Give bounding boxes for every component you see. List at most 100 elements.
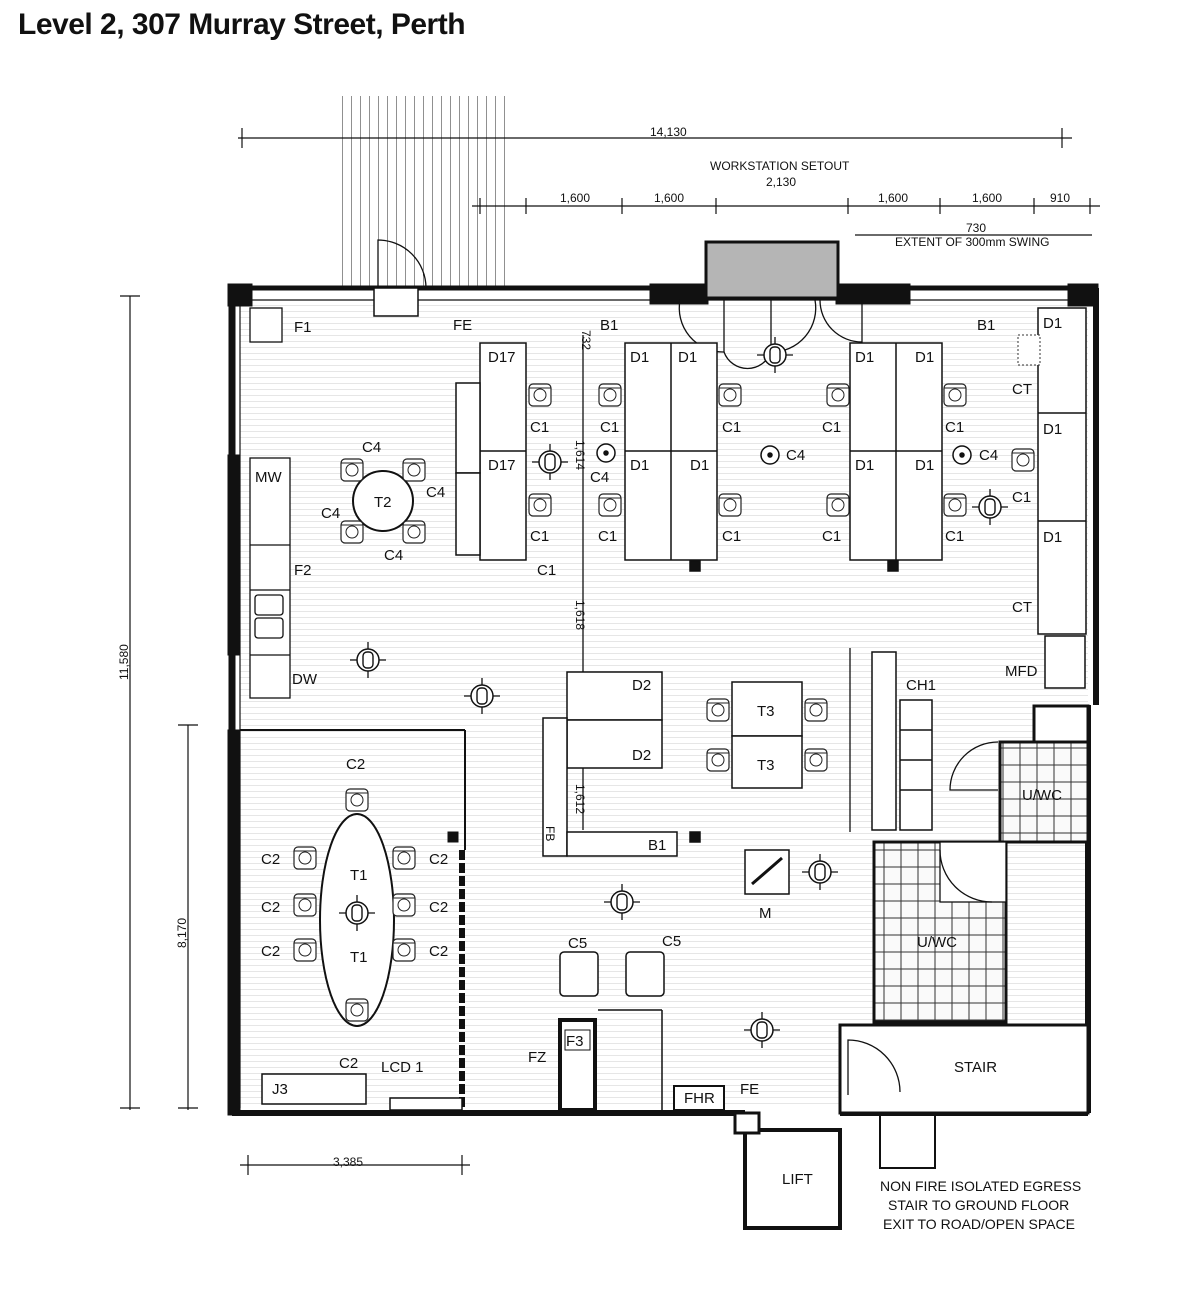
svg-text:C1: C1 <box>530 419 549 436</box>
svg-text:3,385: 3,385 <box>333 1155 363 1169</box>
svg-text:CT: CT <box>1012 381 1032 398</box>
svg-text:C1: C1 <box>945 419 964 436</box>
svg-text:C2: C2 <box>429 899 448 916</box>
balcony-deck <box>336 96 512 288</box>
svg-text:FE: FE <box>453 317 472 334</box>
tables-t3 <box>706 681 828 789</box>
svg-text:C1: C1 <box>945 528 964 545</box>
svg-text:C4: C4 <box>786 447 805 464</box>
svg-text:D2: D2 <box>632 747 651 764</box>
svg-text:C2: C2 <box>339 1055 358 1072</box>
svg-text:U/WC: U/WC <box>917 934 957 951</box>
svg-text:EXIT TO ROAD/OPEN SPACE: EXIT TO ROAD/OPEN SPACE <box>883 1216 1075 1232</box>
svg-text:1,618: 1,618 <box>573 600 587 630</box>
svg-text:C5: C5 <box>662 933 681 950</box>
svg-text:C1: C1 <box>537 562 556 579</box>
svg-text:D17: D17 <box>488 457 516 474</box>
svg-text:D1: D1 <box>1043 529 1062 546</box>
svg-text:2,130: 2,130 <box>766 175 796 189</box>
svg-text:D1: D1 <box>630 349 649 366</box>
svg-text:D1: D1 <box>1043 421 1062 438</box>
page-title: Level 2, 307 Murray Street, Perth <box>18 8 466 41</box>
svg-text:C4: C4 <box>362 439 381 456</box>
svg-text:T3: T3 <box>757 703 775 720</box>
svg-text:1,600: 1,600 <box>878 191 908 205</box>
svg-text:LCD 1: LCD 1 <box>381 1059 424 1076</box>
svg-text:C4: C4 <box>590 469 609 486</box>
workstation-chairs <box>528 334 1041 517</box>
svg-text:B1: B1 <box>600 317 618 334</box>
svg-text:FHR: FHR <box>684 1090 715 1107</box>
svg-text:FB: FB <box>543 826 557 841</box>
desk-block-d17 <box>455 342 527 561</box>
svg-text:C4: C4 <box>979 447 998 464</box>
svg-text:CT: CT <box>1012 599 1032 616</box>
svg-text:C2: C2 <box>261 899 280 916</box>
svg-text:1,600: 1,600 <box>972 191 1002 205</box>
lockers-ch1 <box>849 648 933 832</box>
svg-text:F1: F1 <box>294 319 312 336</box>
svg-text:B1: B1 <box>977 317 995 334</box>
svg-text:1,612: 1,612 <box>573 784 587 814</box>
svg-text:C1: C1 <box>722 419 741 436</box>
room-labels: F1 FE B1 B1 D17 D17 D1 D1 D1 D1 D1 D1 D1… <box>255 315 1062 1188</box>
svg-text:C2: C2 <box>429 943 448 960</box>
lounge-chairs-c5 <box>559 951 665 997</box>
svg-text:J3: J3 <box>272 1081 288 1098</box>
workstations <box>624 307 1087 689</box>
table-t2 <box>340 458 426 544</box>
svg-text:D1: D1 <box>915 349 934 366</box>
svg-text:910: 910 <box>1050 191 1070 205</box>
svg-text:C1: C1 <box>600 419 619 436</box>
svg-text:C2: C2 <box>429 851 448 868</box>
svg-text:T3: T3 <box>757 757 775 774</box>
svg-text:FZ: FZ <box>528 1049 546 1066</box>
svg-text:C2: C2 <box>346 756 365 773</box>
svg-text:732: 732 <box>579 330 593 350</box>
svg-text:14,130: 14,130 <box>650 125 687 139</box>
svg-text:C1: C1 <box>822 528 841 545</box>
svg-text:F3: F3 <box>566 1033 584 1050</box>
svg-text:T2: T2 <box>374 494 392 511</box>
core <box>558 1009 1090 1230</box>
svg-text:C1: C1 <box>598 528 617 545</box>
svg-text:B1: B1 <box>648 837 666 854</box>
svg-text:FE: FE <box>740 1081 759 1098</box>
svg-text:D17: D17 <box>488 349 516 366</box>
svg-text:1,600: 1,600 <box>560 191 590 205</box>
svg-text:1,600: 1,600 <box>654 191 684 205</box>
svg-text:D1: D1 <box>855 349 874 366</box>
svg-text:1,614: 1,614 <box>573 440 587 470</box>
svg-text:M: M <box>759 905 772 922</box>
svg-text:C4: C4 <box>321 505 340 522</box>
svg-text:D1: D1 <box>855 457 874 474</box>
svg-text:NON FIRE ISOLATED EGRESS: NON FIRE ISOLATED EGRESS <box>880 1178 1081 1194</box>
svg-text:11,580: 11,580 <box>117 644 131 680</box>
svg-text:T1: T1 <box>350 867 368 884</box>
svg-text:C1: C1 <box>822 419 841 436</box>
svg-text:WORKSTATION SETOUT: WORKSTATION SETOUT <box>710 159 850 173</box>
kitchen-bench <box>249 307 291 699</box>
svg-text:8,170: 8,170 <box>175 918 189 948</box>
uwc-lower <box>872 840 1008 1024</box>
m-fixture <box>744 849 790 895</box>
svg-text:T1: T1 <box>350 949 368 966</box>
svg-text:LIFT: LIFT <box>782 1171 813 1188</box>
svg-text:C4: C4 <box>426 484 445 501</box>
svg-text:C4: C4 <box>384 547 403 564</box>
svg-text:STAIR TO GROUND FLOOR: STAIR TO GROUND FLOOR <box>888 1197 1069 1213</box>
svg-text:EXTENT OF 300mm SWING: EXTENT OF 300mm SWING <box>895 235 1049 249</box>
svg-text:MFD: MFD <box>1005 663 1038 680</box>
uwc-upper <box>949 704 1090 844</box>
svg-text:C1: C1 <box>530 528 549 545</box>
svg-text:C2: C2 <box>261 851 280 868</box>
svg-text:C1: C1 <box>722 528 741 545</box>
svg-text:D2: D2 <box>632 677 651 694</box>
svg-text:D1: D1 <box>630 457 649 474</box>
egress-note: NON FIRE ISOLATED EGRESS STAIR TO GROUND… <box>880 1178 1081 1232</box>
svg-text:D1: D1 <box>690 457 709 474</box>
svg-text:C1: C1 <box>1012 489 1031 506</box>
svg-text:730: 730 <box>966 221 986 235</box>
svg-text:C2: C2 <box>261 943 280 960</box>
